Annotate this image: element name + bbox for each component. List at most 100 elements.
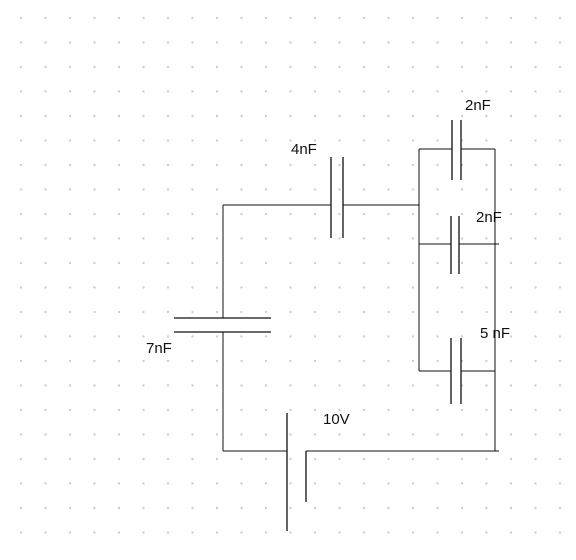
grid-dot bbox=[313, 384, 317, 387]
grid-dot bbox=[93, 384, 96, 387]
grid-dot bbox=[509, 359, 513, 363]
grid-dot bbox=[240, 212, 243, 216]
grid-dot bbox=[191, 457, 194, 461]
grid-dot bbox=[509, 163, 513, 167]
grid-dot bbox=[313, 41, 317, 44]
grid-dot bbox=[460, 531, 464, 534]
grid-dot bbox=[117, 359, 121, 363]
grid-dot bbox=[93, 212, 96, 216]
grid-dot bbox=[411, 188, 415, 191]
grid-dot bbox=[313, 408, 317, 412]
grid-dot bbox=[264, 506, 268, 510]
grid-dot bbox=[436, 41, 439, 44]
grid-dot bbox=[215, 359, 219, 363]
grid-dot bbox=[264, 188, 268, 191]
grid-dot bbox=[313, 90, 317, 93]
grid-dot bbox=[19, 433, 23, 436]
grid-dot bbox=[93, 41, 96, 44]
capacitor-7nf-label: 7nF bbox=[146, 340, 172, 357]
grid-dot bbox=[44, 310, 47, 314]
grid-dot bbox=[191, 482, 194, 485]
grid-dot bbox=[44, 433, 47, 436]
grid-dot bbox=[534, 261, 537, 265]
grid-dot bbox=[289, 408, 292, 412]
grid-dot bbox=[117, 457, 121, 461]
grid-dot bbox=[534, 506, 537, 510]
grid-dot bbox=[264, 384, 268, 387]
grid-dot bbox=[362, 457, 366, 461]
grid-dot bbox=[509, 139, 513, 142]
grid-dot bbox=[166, 188, 170, 191]
grid-dot bbox=[534, 114, 537, 118]
grid-dot bbox=[558, 163, 562, 167]
grid-dot bbox=[509, 310, 513, 314]
grid-dot bbox=[362, 286, 366, 289]
grid-dot bbox=[142, 114, 145, 118]
grid-dot bbox=[558, 237, 562, 240]
grid-dot bbox=[534, 16, 537, 20]
grid-dot bbox=[191, 114, 194, 118]
grid-dot bbox=[191, 65, 194, 69]
grid-dot bbox=[411, 139, 415, 142]
grid-dot bbox=[44, 457, 47, 461]
grid-dot bbox=[117, 163, 121, 167]
grid-dot bbox=[240, 506, 243, 510]
grid-dot bbox=[289, 457, 292, 461]
grid-dot bbox=[93, 457, 96, 461]
grid-dot bbox=[411, 384, 415, 387]
grid-dot bbox=[411, 506, 415, 510]
grid-dot bbox=[485, 90, 488, 93]
grid-dot bbox=[191, 237, 194, 240]
grid-dot bbox=[93, 359, 96, 363]
grid-dot bbox=[509, 506, 513, 510]
grid-dot bbox=[240, 188, 243, 191]
grid-dot bbox=[142, 286, 145, 289]
grid-dot bbox=[44, 41, 47, 44]
grid-dot bbox=[44, 335, 47, 338]
grid-dot bbox=[509, 65, 513, 69]
circuit-wires bbox=[222, 148, 499, 452]
grid-dot bbox=[93, 90, 96, 93]
grid-dot bbox=[240, 531, 243, 534]
grid-dot bbox=[191, 139, 194, 142]
grid-dot bbox=[411, 163, 415, 167]
grid-dot bbox=[264, 237, 268, 240]
grid-dot bbox=[264, 286, 268, 289]
grid-dot bbox=[411, 359, 415, 363]
grid-dot bbox=[93, 506, 96, 510]
grid-dot bbox=[387, 359, 390, 363]
grid-dot bbox=[436, 163, 439, 167]
grid-dot bbox=[215, 212, 219, 216]
grid-dot bbox=[166, 261, 170, 265]
grid-dot bbox=[93, 139, 96, 142]
grid-dot bbox=[44, 506, 47, 510]
grid-dot bbox=[44, 90, 47, 93]
grid-dot bbox=[166, 384, 170, 387]
grid-dot bbox=[142, 65, 145, 69]
grid-dot bbox=[142, 506, 145, 510]
grid-dot bbox=[142, 433, 145, 436]
grid-dot bbox=[436, 114, 439, 118]
grid-dot bbox=[362, 359, 366, 363]
grid-dot bbox=[19, 261, 23, 265]
grid-dot bbox=[338, 457, 341, 461]
grid-dot bbox=[68, 237, 72, 240]
grid-dot bbox=[436, 408, 439, 412]
grid-dot bbox=[142, 531, 145, 534]
grid-dot bbox=[117, 506, 121, 510]
grid-dot bbox=[460, 408, 464, 412]
grid-dot bbox=[313, 163, 317, 167]
grid-dot bbox=[338, 65, 341, 69]
grid-dot bbox=[117, 261, 121, 265]
grid-dot bbox=[313, 114, 317, 118]
grid-dot bbox=[264, 163, 268, 167]
grid-dot bbox=[215, 16, 219, 20]
grid-dot bbox=[44, 261, 47, 265]
grid-dot bbox=[19, 482, 23, 485]
grid-dot bbox=[68, 506, 72, 510]
grid-dot bbox=[289, 65, 292, 69]
grid-dot bbox=[485, 188, 488, 191]
grid-dot bbox=[191, 384, 194, 387]
grid-dot bbox=[387, 237, 390, 240]
grid-dot bbox=[166, 139, 170, 142]
